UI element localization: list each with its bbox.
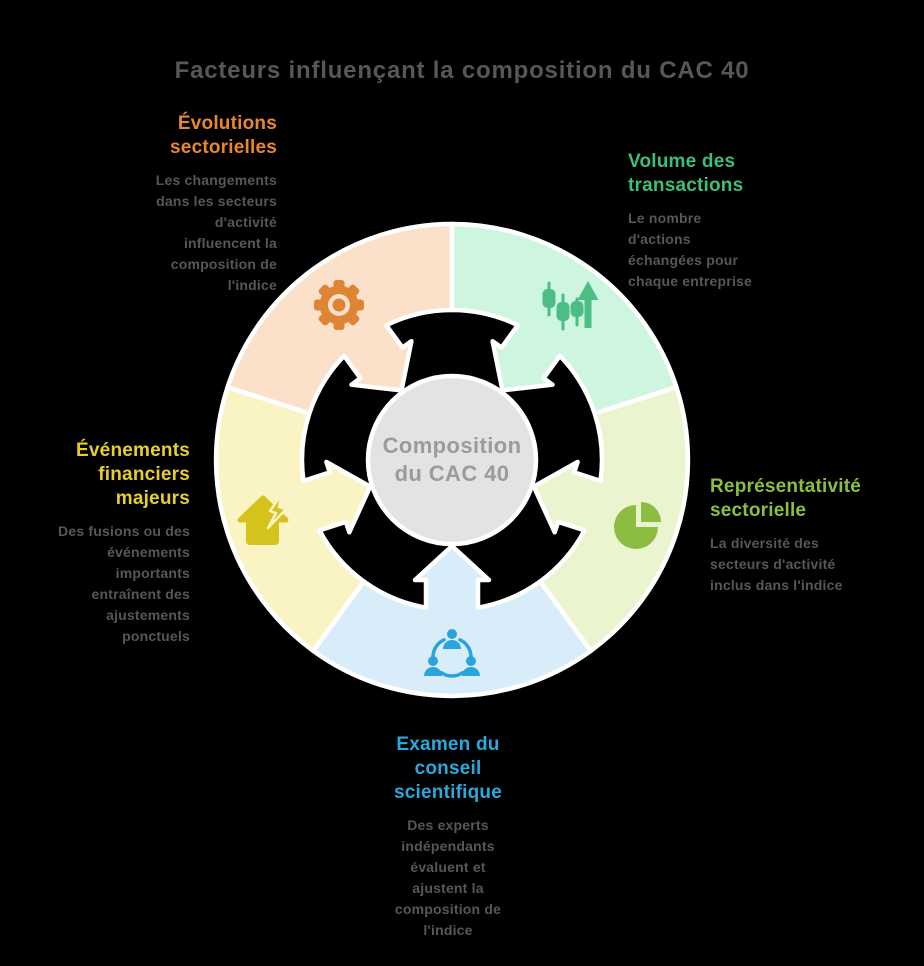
factor-representativite-sectorielle: Représentativité sectorielle La diversit… — [710, 475, 920, 596]
factor-volume-transactions: Volume des transactions Le nombre d'acti… — [628, 150, 828, 292]
page-title: Facteurs influençant la composition du C… — [174, 57, 750, 84]
factor-heading: Événements financiers majeurs — [76, 440, 190, 509]
factor-examen-conseil-scientifique: Examen du conseil scientifique Des exper… — [338, 733, 558, 941]
factor-heading: Examen du conseil scientifique — [394, 734, 502, 803]
factor-description: Les changements dans les secteurs d'acti… — [155, 172, 277, 293]
factor-heading: Volume des transactions — [628, 151, 744, 196]
gear-icon — [314, 280, 364, 330]
people-network-icon — [424, 629, 480, 678]
factor-evolutions-sectorielles: Évolutions sectorielles Les changements … — [77, 112, 277, 296]
segment-evenements-financiers — [213, 384, 373, 654]
factor-evenements-financiers: Événements financiers majeurs Des fusion… — [0, 439, 190, 647]
segment-examen-conseil-scientifique — [311, 543, 593, 699]
center-label: Composition du CAC 40 — [382, 433, 522, 486]
candlestick-chart-icon — [542, 281, 599, 331]
house-lightning-icon — [237, 492, 289, 545]
factor-description: Des fusions ou des événements importants… — [58, 523, 190, 644]
factor-heading: Évolutions sectorielles — [170, 113, 277, 158]
factor-description: Le nombre d'actions échangées pour chaqu… — [628, 210, 752, 289]
factor-description: Des experts indépendants évaluent et aju… — [394, 817, 502, 938]
factor-description: La diversité des secteurs d'activité inc… — [710, 535, 843, 593]
factor-heading: Représentativité sectorielle — [710, 476, 862, 521]
pie-chart-icon — [614, 502, 661, 549]
